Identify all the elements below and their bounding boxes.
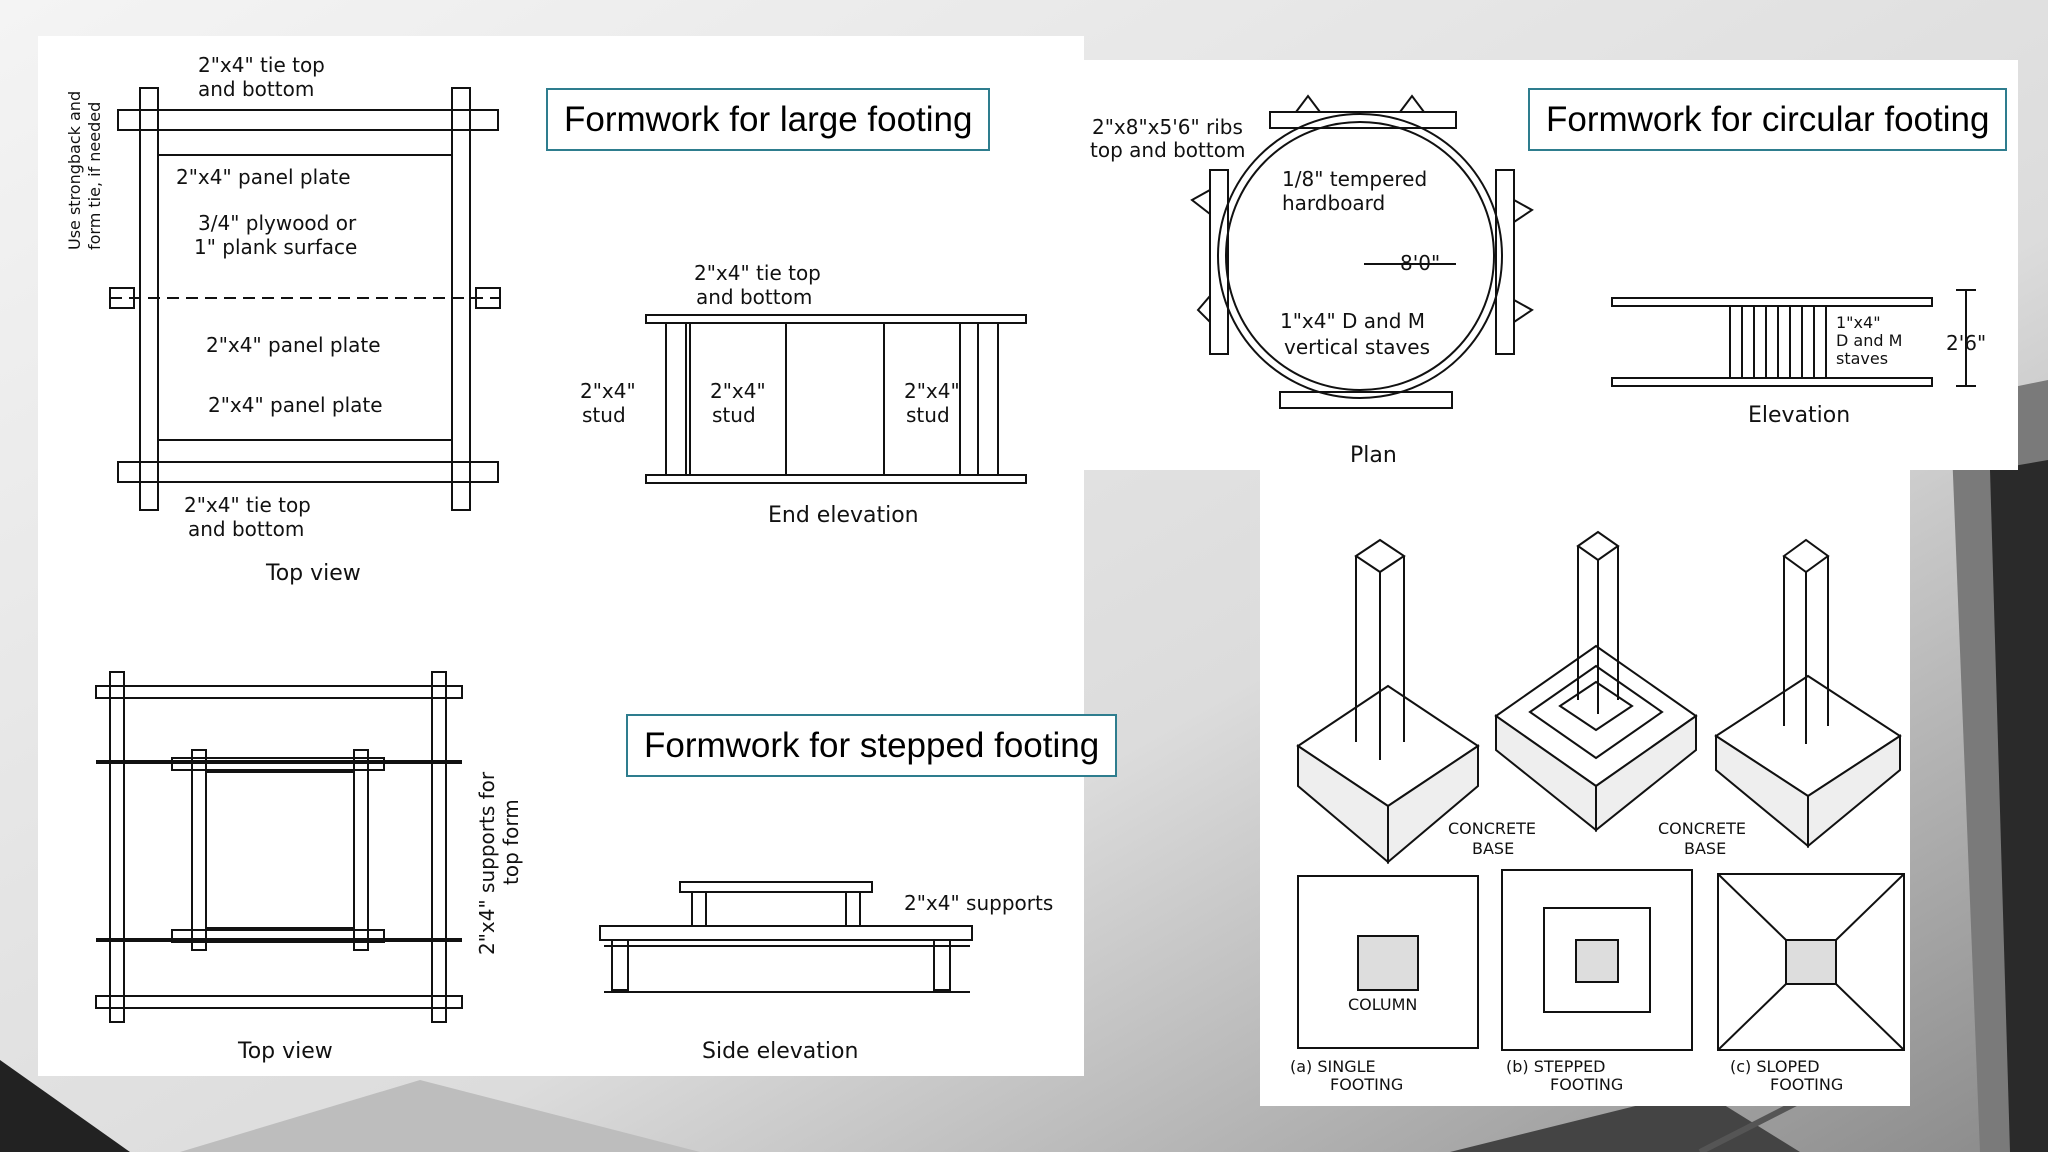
strongback-label-1: Use strongback and (65, 91, 84, 250)
concrete-base-label-a-1: CONCRETE (1448, 819, 1536, 838)
circ-staves-label-1: 1"x4" D and M (1280, 309, 1425, 333)
ribs-label-2: top and bottom (1090, 138, 1245, 162)
stud-word-2: stud (712, 403, 756, 427)
sloped-footing-label-1: (c) SLOPED (1730, 1057, 1820, 1076)
title-circular-footing: Formwork for circular footing (1528, 88, 2008, 151)
plywood-label-1: 3/4" plywood or (198, 211, 357, 235)
hardboard-label-2: hardboard (1282, 191, 1385, 215)
end-elevation-tie-label-1: 2"x4" tie top (694, 261, 821, 285)
stepped-supports-label-2: top form (499, 799, 523, 885)
stud-label-1: 2"x4" (580, 379, 636, 403)
concrete-base-label-a-2: BASE (1472, 839, 1514, 858)
strongback-label-2: form tie, if needed (85, 102, 104, 250)
column-label: COLUMN (1348, 995, 1417, 1014)
stud-label-2: 2"x4" (710, 379, 766, 403)
circ-staves-label-2: vertical staves (1284, 335, 1430, 359)
panel-large-footing (38, 36, 1084, 1076)
single-footing-label-1: (a) SINGLE (1290, 1057, 1376, 1076)
sloped-footing-label-2: FOOTING (1770, 1075, 1843, 1094)
stepped-footing-side-elevation (599, 881, 973, 993)
stud-label-3: 2"x4" (904, 379, 960, 403)
title-large-footing: Formwork for large footing (546, 88, 991, 151)
large-footing-top-view (109, 87, 501, 511)
elev-staves-label-2: D and M (1836, 331, 1902, 350)
stud-word-3: stud (906, 403, 950, 427)
large-bottom-tie-label-2: and bottom (188, 517, 304, 541)
plan-caption: Plan (1350, 443, 1397, 468)
elev-staves-label-1: 1"x4" (1836, 313, 1881, 332)
ribs-label-1: 2"x8"x5'6" ribs (1092, 115, 1243, 139)
hardboard-label-1: 1/8" tempered (1282, 167, 1427, 191)
large-top-view-caption: Top view (265, 561, 361, 586)
large-top-tie-label-1: 2"x4" tie top (198, 53, 325, 77)
footing-types-isometric (1296, 530, 1902, 865)
plywood-label-2: 1" plank surface (194, 235, 357, 259)
single-footing-label-2: FOOTING (1330, 1075, 1403, 1094)
stud-word-1: stud (582, 403, 626, 427)
end-elevation-tie-label-2: and bottom (696, 285, 812, 309)
radius-label: 8'0" (1400, 251, 1440, 275)
footing-types-plans (1297, 869, 1905, 1051)
stepped-top-view-caption: Top view (237, 1039, 333, 1064)
end-elevation-caption: End elevation (768, 503, 919, 528)
circular-footing-plan (1190, 94, 1534, 409)
circular-footing-elevation (1611, 289, 1976, 387)
large-top-tie-label-2: and bottom (198, 77, 314, 101)
panel-plate-top-label: 2"x4" panel plate (176, 165, 351, 189)
panel-plate-mid-label: 2"x4" panel plate (206, 333, 381, 357)
concrete-base-label-b-2: BASE (1684, 839, 1726, 858)
panel-plate-low-label: 2"x4" panel plate (208, 393, 383, 417)
large-bottom-tie-label-1: 2"x4" tie top (184, 493, 311, 517)
stepped-supports-label-1: 2"x4" supports for (475, 771, 499, 955)
stepped-footing-top-view (95, 671, 463, 1023)
side-elevation-caption: Side elevation (702, 1039, 858, 1064)
elev-staves-label-3: staves (1836, 349, 1888, 368)
stepped-side-supports-label: 2"x4" supports (904, 891, 1053, 915)
title-stepped-footing: Formwork for stepped footing (626, 714, 1118, 777)
stepped-footing-label-2: FOOTING (1550, 1075, 1623, 1094)
concrete-base-label-b-1: CONCRETE (1658, 819, 1746, 838)
stepped-footing-label-1: (b) STEPPED (1506, 1057, 1606, 1076)
elevation-caption: Elevation (1748, 403, 1850, 428)
elev-height-label: 2'6" (1946, 331, 1986, 355)
large-footing-end-elevation (645, 314, 1027, 484)
